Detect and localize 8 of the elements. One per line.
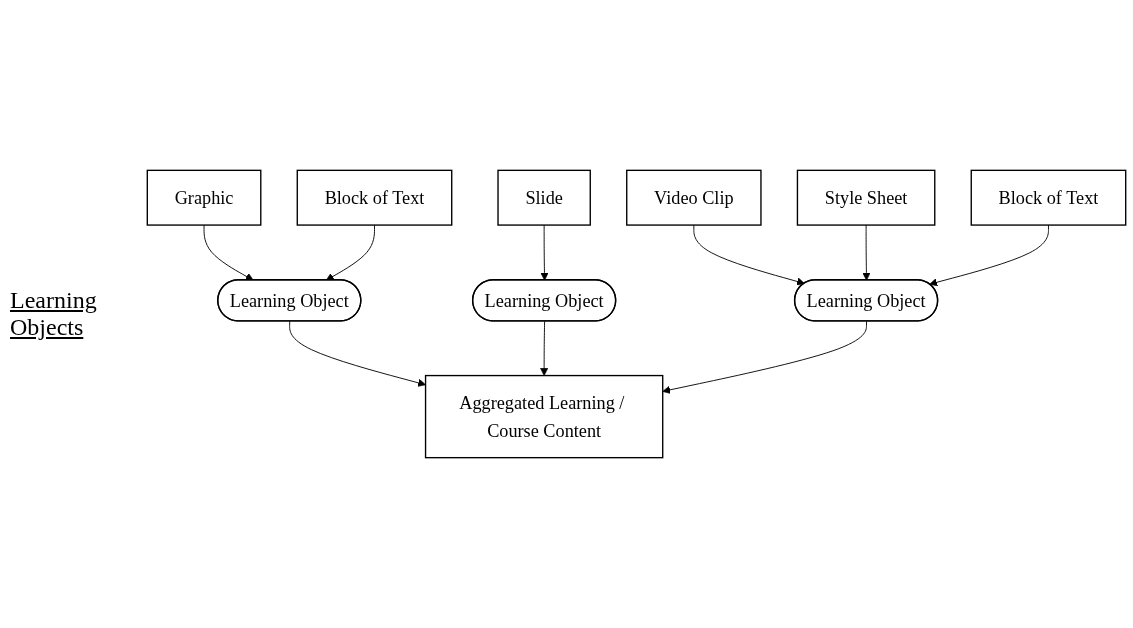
node-box: Video Clip (626, 169, 762, 226)
node-box: Slide (497, 169, 591, 226)
node-box: Graphic (146, 169, 262, 226)
node-box: Block of Text (296, 169, 453, 226)
node-box: Style Sheet (796, 169, 936, 226)
node-box: Aggregated Learning / Course Content (424, 374, 664, 459)
node-box: Block of Text (970, 169, 1127, 226)
band-label: Learning Objects (10, 287, 97, 340)
